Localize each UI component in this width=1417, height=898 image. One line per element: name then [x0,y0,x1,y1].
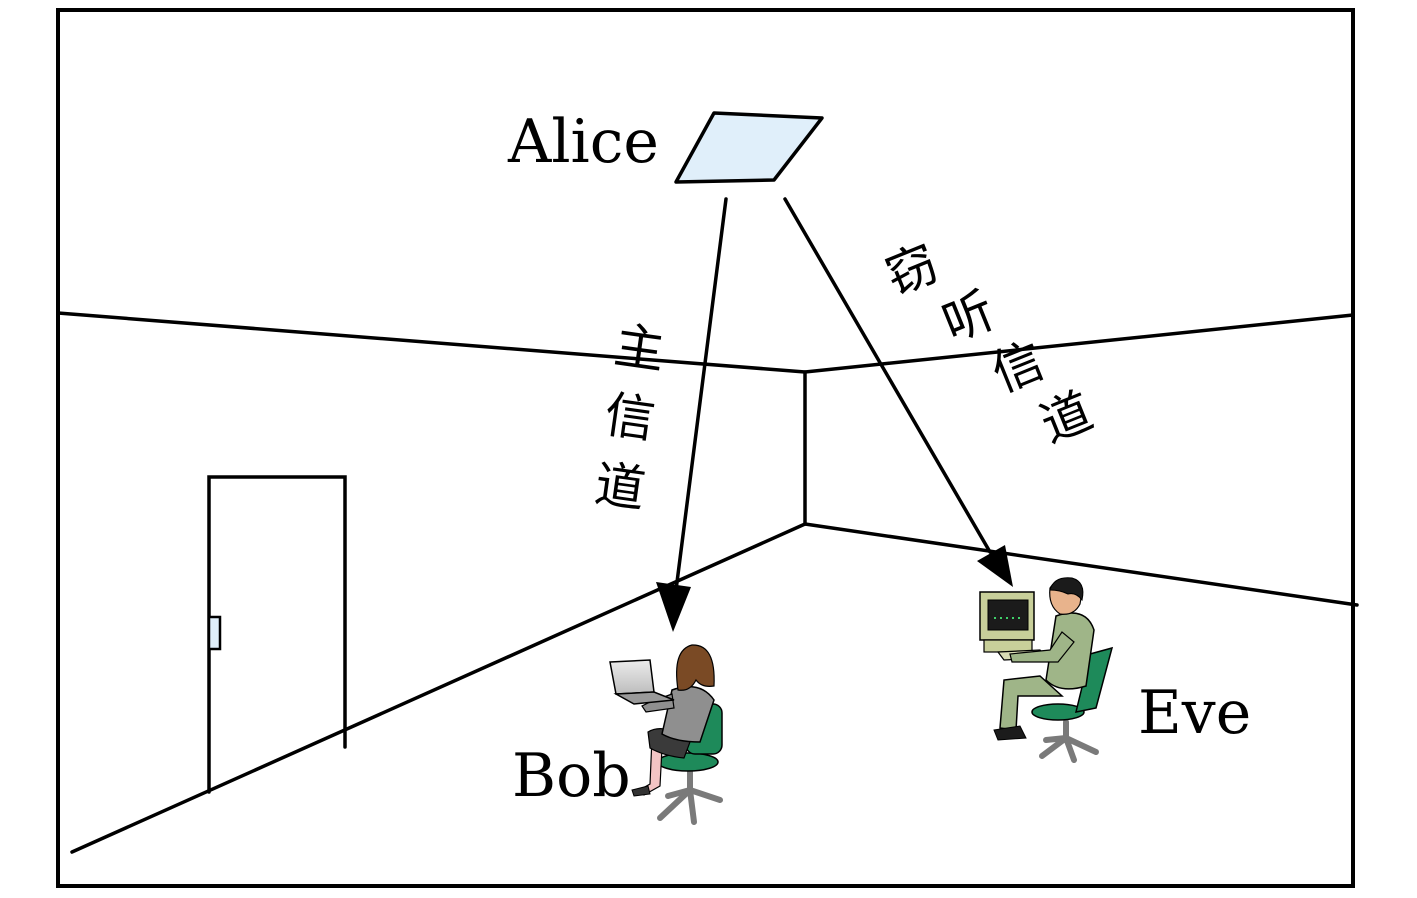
eavesdrop-channel-char: 窃 [878,234,946,307]
eavesdrop-channel-arrowhead [977,545,1013,587]
eve-figure [979,577,1114,763]
eve-chair [1039,719,1099,763]
bob-hair [676,644,715,691]
alice-label: Alice [507,107,659,177]
room-lines [56,311,1359,854]
door-handle [207,615,222,651]
eve-hair [1049,577,1084,602]
bob-laptop-base [613,691,675,705]
main-channel-char: 道 [591,455,649,519]
eve-chair-seat [1031,703,1085,721]
eve-label: Eve [1138,678,1251,748]
eve-chair-back [1074,646,1114,713]
main-channel-char: 信 [601,385,659,449]
bob-chair [657,767,723,825]
eavesdrop-channel-arrow [783,197,1013,587]
eavesdrop-channel-char: 信 [984,331,1052,404]
main-channel-label: 主 信 道 [591,316,668,519]
eve-torso [1045,612,1095,690]
bob-label: Bob [512,741,631,811]
outer-frame [56,8,1355,888]
eavesdrop-channel-char: 道 [1032,382,1100,455]
bob-laptop-screen [609,659,655,695]
eve-shoe [993,725,1027,741]
main-channel-char: 主 [611,316,669,380]
bob-shoe [631,785,651,797]
bob-chair-seat [657,752,719,772]
main-channel-arrow [656,197,728,632]
door [207,475,347,794]
main-channel-arrowhead [656,582,691,632]
alice-panel [674,111,824,184]
eve-arm [1009,631,1075,663]
eavesdrop-channel-char: 听 [935,281,1003,354]
eve-monitor-screen [987,599,1029,631]
bob-figure [609,644,723,825]
